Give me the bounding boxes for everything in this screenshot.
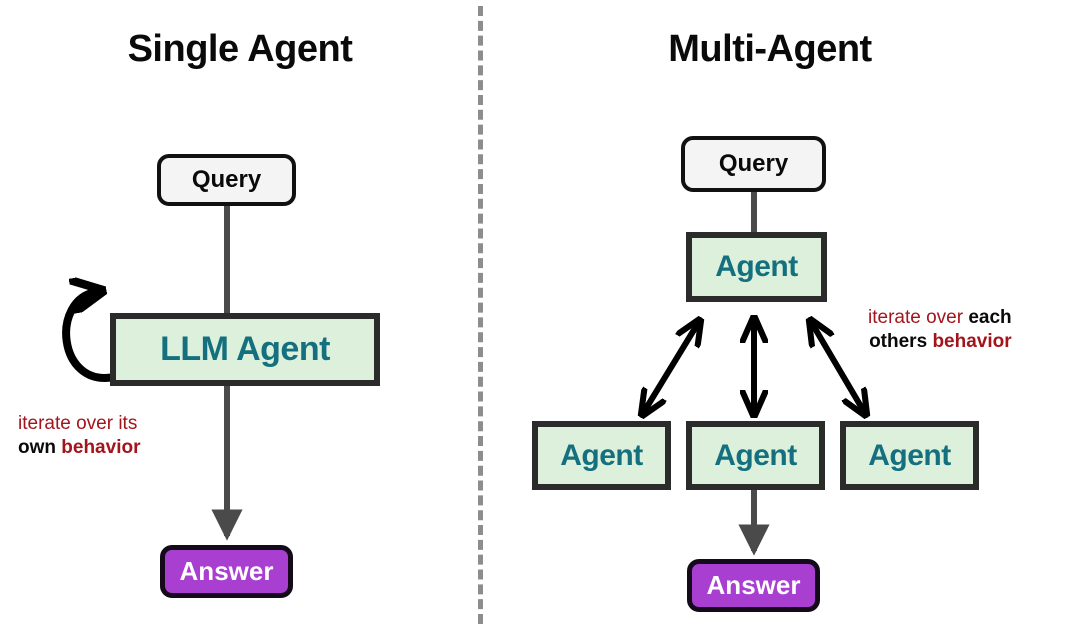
llm-agent-node[interactable]: LLM Agent (110, 313, 380, 386)
annotation-line-2-own: own (18, 437, 56, 458)
annotation-line-2-others: others (869, 331, 933, 352)
annotation-line-1: iterate over each (868, 306, 1012, 330)
vertical-dashed-divider-icon (478, 6, 483, 624)
annotation-line-1-red: iterate over (868, 307, 969, 328)
annotation-line-2-behavior: behavior (61, 437, 141, 458)
panel-title-multi-agent: Multi-Agent (668, 28, 872, 70)
annotation-multi-agent: iterate over each others behavior (868, 306, 1012, 354)
agent-node-2[interactable]: Agent (686, 421, 825, 490)
annotation-line-2: others behavior (868, 330, 1012, 354)
annotation-line-2-behavior: behavior (932, 331, 1012, 352)
answer-node-multi[interactable]: Answer (687, 559, 820, 612)
query-node-multi[interactable]: Query (681, 136, 826, 192)
self-loop-arrow (62, 292, 118, 382)
annotation-line-1-each: each (968, 307, 1012, 328)
agent-node-1[interactable]: Agent (532, 421, 671, 490)
answer-node-single[interactable]: Answer (160, 545, 293, 598)
edge-top-agent-to-agent-3 (810, 320, 866, 415)
annotation-line-1: iterate over its (18, 413, 138, 434)
annotation-single-agent: iterate over its own behavior (18, 412, 140, 460)
agent-node-orchestrator[interactable]: Agent (686, 232, 827, 302)
query-node-single[interactable]: Query (157, 154, 296, 206)
edge-top-agent-to-agent-1 (642, 320, 700, 415)
panel-title-single-agent: Single Agent (127, 28, 353, 70)
agent-node-3[interactable]: Agent (840, 421, 979, 490)
